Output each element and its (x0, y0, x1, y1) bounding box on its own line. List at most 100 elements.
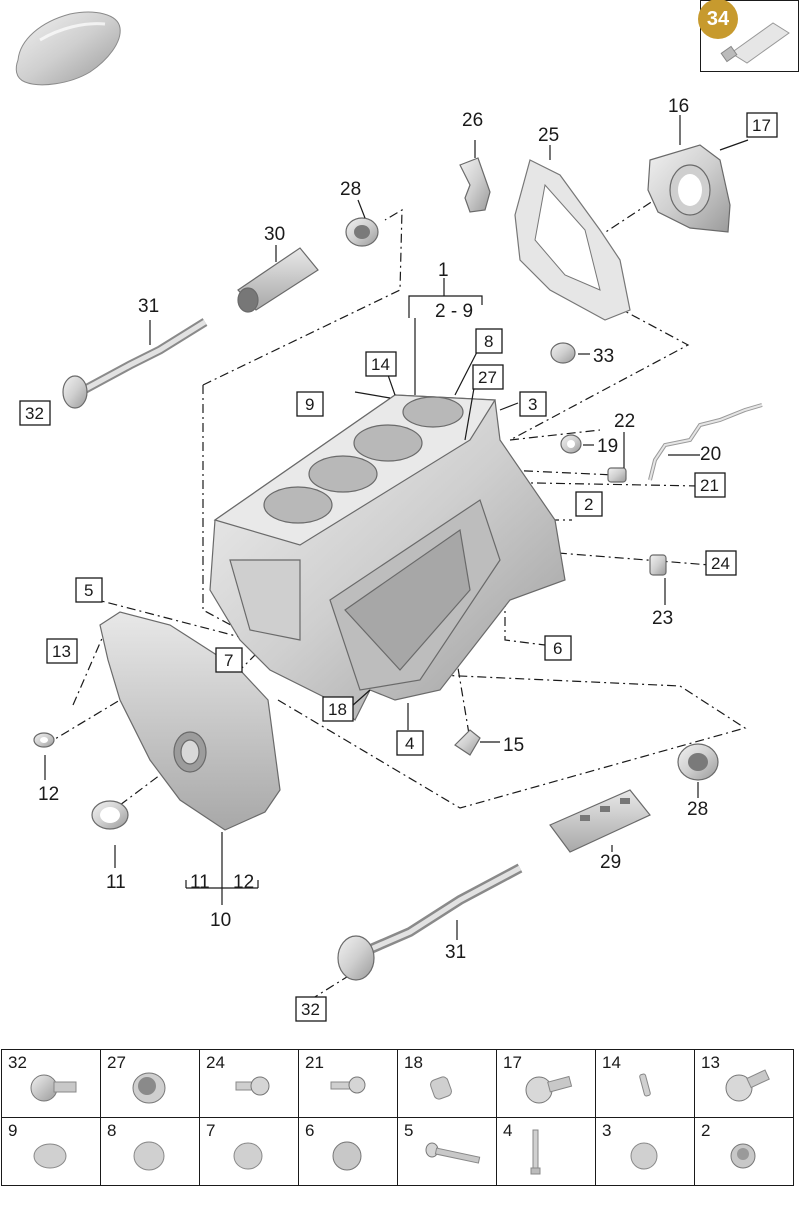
sleeve-icon (430, 1076, 452, 1100)
callout-20[interactable]: 20 (700, 444, 721, 465)
svg-text:7: 7 (224, 651, 233, 670)
svg-text:24: 24 (711, 554, 730, 573)
table-cell-18[interactable]: 18 (397, 1049, 497, 1118)
plug-icon (133, 1141, 165, 1171)
svg-text:27: 27 (478, 368, 497, 387)
callout-box-21[interactable]: 21 (694, 472, 726, 498)
cell-number: 21 (305, 1053, 324, 1072)
callout-26[interactable]: 26 (462, 110, 483, 131)
gasket-25 (514, 159, 631, 321)
callout-box-17[interactable]: 17 (746, 112, 778, 138)
table-cell-21[interactable]: 21 (298, 1049, 398, 1118)
table-cell-32[interactable]: 32 (1, 1049, 101, 1118)
leader-lines (44, 115, 749, 940)
callout-12[interactable]: 12 (38, 784, 59, 805)
callout-box-9[interactable]: 9 (296, 391, 324, 417)
table-cell-4[interactable]: 4 (496, 1117, 596, 1186)
table-cell-7[interactable]: 7 (199, 1117, 299, 1186)
callout-box-6[interactable]: 6 (544, 635, 572, 661)
screw-icon (30, 1074, 77, 1102)
callout-box-32-upper[interactable]: 32 (19, 400, 51, 426)
table-cell-24[interactable]: 24 (199, 1049, 299, 1118)
bearing-28-upper (345, 217, 379, 247)
svg-text:6: 6 (553, 639, 562, 658)
table-cell-27[interactable]: 27 (100, 1049, 200, 1118)
table-cell-9[interactable]: 9 (1, 1117, 101, 1186)
table-row: 9 8 7 6 5 4 3 2 (1, 1117, 794, 1186)
plug-33 (550, 342, 576, 364)
table-cell-13[interactable]: 13 (694, 1049, 794, 1118)
callout-22[interactable]: 22 (614, 411, 635, 432)
callout-2-9[interactable]: 2 - 9 (435, 301, 473, 322)
oil-pipe-20 (648, 403, 763, 481)
callout-box-18[interactable]: 18 (322, 696, 354, 722)
bolt-icon (330, 1076, 366, 1094)
callout-19[interactable]: 19 (597, 436, 618, 457)
callout-30[interactable]: 30 (264, 224, 285, 245)
long-bolt-icon (425, 1142, 481, 1164)
table-cell-5[interactable]: 5 (397, 1117, 497, 1186)
svg-text:32: 32 (25, 404, 44, 423)
cell-number: 17 (503, 1053, 522, 1072)
callout-box-27[interactable]: 27 (472, 364, 504, 390)
callout-12-group[interactable]: 12 (233, 872, 254, 893)
cell-number: 18 (404, 1053, 423, 1072)
cell-number: 7 (206, 1121, 216, 1140)
sealant-tube-icon (720, 22, 790, 64)
screw-icon (725, 1069, 770, 1102)
exploded-engine-diagram: 1 2 - 9 10 11 12 11 12 15 16 19 20 22 23… (15, 11, 778, 1022)
callout-box-14[interactable]: 14 (365, 351, 397, 377)
svg-text:21: 21 (700, 476, 719, 495)
callout-25[interactable]: 25 (538, 125, 559, 146)
callout-28-upper[interactable]: 28 (340, 179, 361, 200)
callout-box-5[interactable]: 5 (75, 577, 103, 603)
callout-16[interactable]: 16 (668, 96, 689, 117)
svg-text:5: 5 (84, 581, 93, 600)
callout-box-7[interactable]: 7 (215, 647, 243, 673)
cell-number: 2 (701, 1121, 711, 1140)
cell-number: 13 (701, 1053, 720, 1072)
timing-cover (99, 611, 281, 831)
cell-number: 32 (8, 1053, 27, 1072)
plug-icon (332, 1141, 362, 1171)
svg-text:4: 4 (405, 734, 414, 753)
callout-31-lower[interactable]: 31 (445, 942, 466, 963)
table-cell-8[interactable]: 8 (100, 1117, 200, 1186)
sleeve-icon (730, 1143, 756, 1169)
callout-28-lower[interactable]: 28 (687, 799, 708, 820)
callout-23[interactable]: 23 (652, 608, 673, 629)
cell-number: 8 (107, 1121, 117, 1140)
svg-text:13: 13 (52, 642, 71, 661)
table-cell-14[interactable]: 14 (595, 1049, 695, 1118)
callout-box-2[interactable]: 2 (575, 491, 603, 517)
engine-block (209, 394, 566, 721)
callout-box-3[interactable]: 3 (519, 391, 547, 417)
sealant-tube-box[interactable]: 34 (698, 0, 799, 72)
table-cell-2[interactable]: 2 (694, 1117, 794, 1186)
car-silhouette-icon (15, 11, 121, 86)
table-cell-17[interactable]: 17 (496, 1049, 596, 1118)
cell-number: 9 (8, 1121, 18, 1140)
callout-11-group[interactable]: 11 (190, 872, 210, 893)
callout-1[interactable]: 1 (438, 260, 449, 281)
callout-box-4[interactable]: 4 (396, 730, 424, 756)
callout-29[interactable]: 29 (600, 852, 621, 873)
cell-number: 27 (107, 1053, 126, 1072)
svg-text:18: 18 (328, 700, 347, 719)
callout-box-32-lower[interactable]: 32 (295, 996, 327, 1022)
oil-jet-15 (454, 729, 481, 756)
callout-box-13[interactable]: 13 (46, 638, 78, 664)
callout-31-upper[interactable]: 31 (138, 296, 159, 317)
svg-text:9: 9 (305, 395, 314, 414)
table-cell-6[interactable]: 6 (298, 1117, 398, 1186)
callout-11[interactable]: 11 (106, 872, 126, 893)
callout-box-8[interactable]: 8 (475, 328, 503, 354)
callout-15[interactable]: 15 (503, 735, 524, 756)
screw-icon (525, 1075, 573, 1104)
callout-10[interactable]: 10 (210, 910, 231, 931)
svg-text:2: 2 (584, 495, 593, 514)
table-cell-3[interactable]: 3 (595, 1117, 695, 1186)
callout-33[interactable]: 33 (593, 346, 614, 367)
stud-icon (530, 1129, 541, 1175)
callout-box-24[interactable]: 24 (705, 550, 737, 576)
